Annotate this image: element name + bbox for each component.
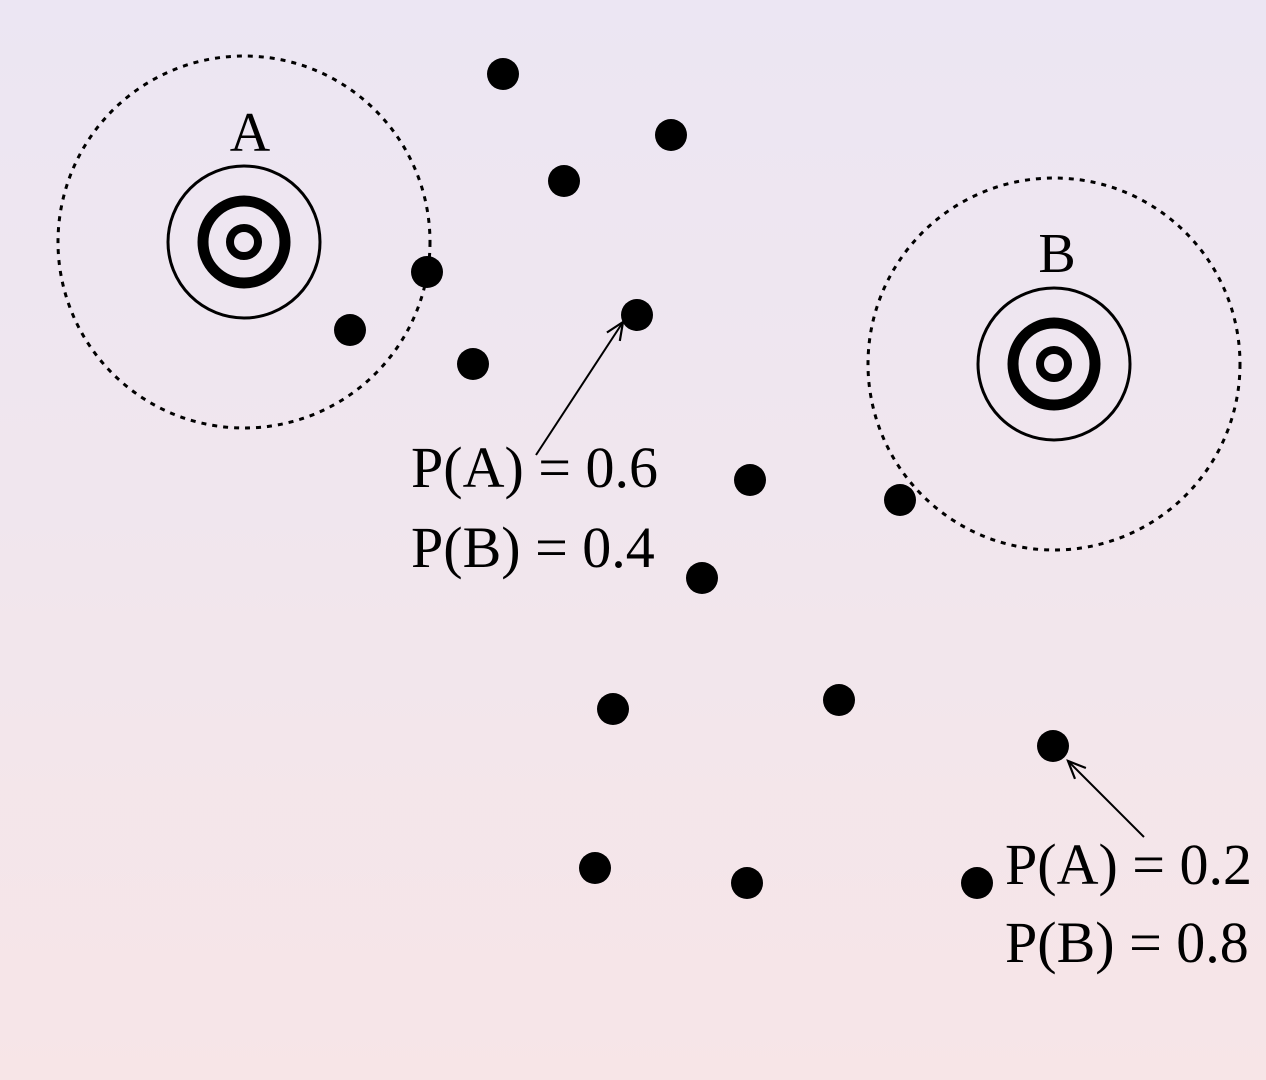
cluster-a-boundary [56, 54, 432, 430]
data-point [655, 119, 687, 151]
data-point [597, 693, 629, 725]
data-point [334, 314, 366, 346]
cluster-b: B [866, 176, 1242, 552]
data-point [686, 562, 718, 594]
data-point [579, 852, 611, 884]
annotation-second-prob-a: P(A) = 0.2 [1005, 832, 1252, 897]
data-point [548, 165, 580, 197]
annotation-second: P(A) = 0.2 P(B) = 0.8 [1005, 761, 1252, 975]
data-point [457, 348, 489, 380]
cluster-a-label: A [230, 102, 271, 164]
annotation-second-arrow [1068, 761, 1145, 838]
data-point [961, 867, 993, 899]
annotation-first-arrow [535, 322, 623, 456]
data-point [823, 684, 855, 716]
annotation-first: P(A) = 0.6 P(B) = 0.4 [411, 322, 658, 580]
data-point [884, 484, 916, 516]
data-point-highlighted [1037, 730, 1069, 762]
data-point [487, 58, 519, 90]
cluster-a: A [56, 54, 432, 430]
cluster-b-centroid-icon [976, 286, 1132, 442]
cluster-b-label: B [1038, 223, 1075, 285]
annotation-first-prob-b: P(B) = 0.4 [411, 515, 655, 580]
data-point-highlighted [621, 299, 653, 331]
data-point [411, 256, 443, 288]
data-point [734, 464, 766, 496]
annotation-second-prob-b: P(B) = 0.8 [1005, 910, 1249, 975]
cluster-b-boundary [866, 176, 1242, 552]
cluster-a-centroid-icon [166, 164, 322, 320]
annotation-first-prob-a: P(A) = 0.6 [411, 435, 658, 500]
data-point [731, 867, 763, 899]
data-points [334, 58, 1069, 899]
